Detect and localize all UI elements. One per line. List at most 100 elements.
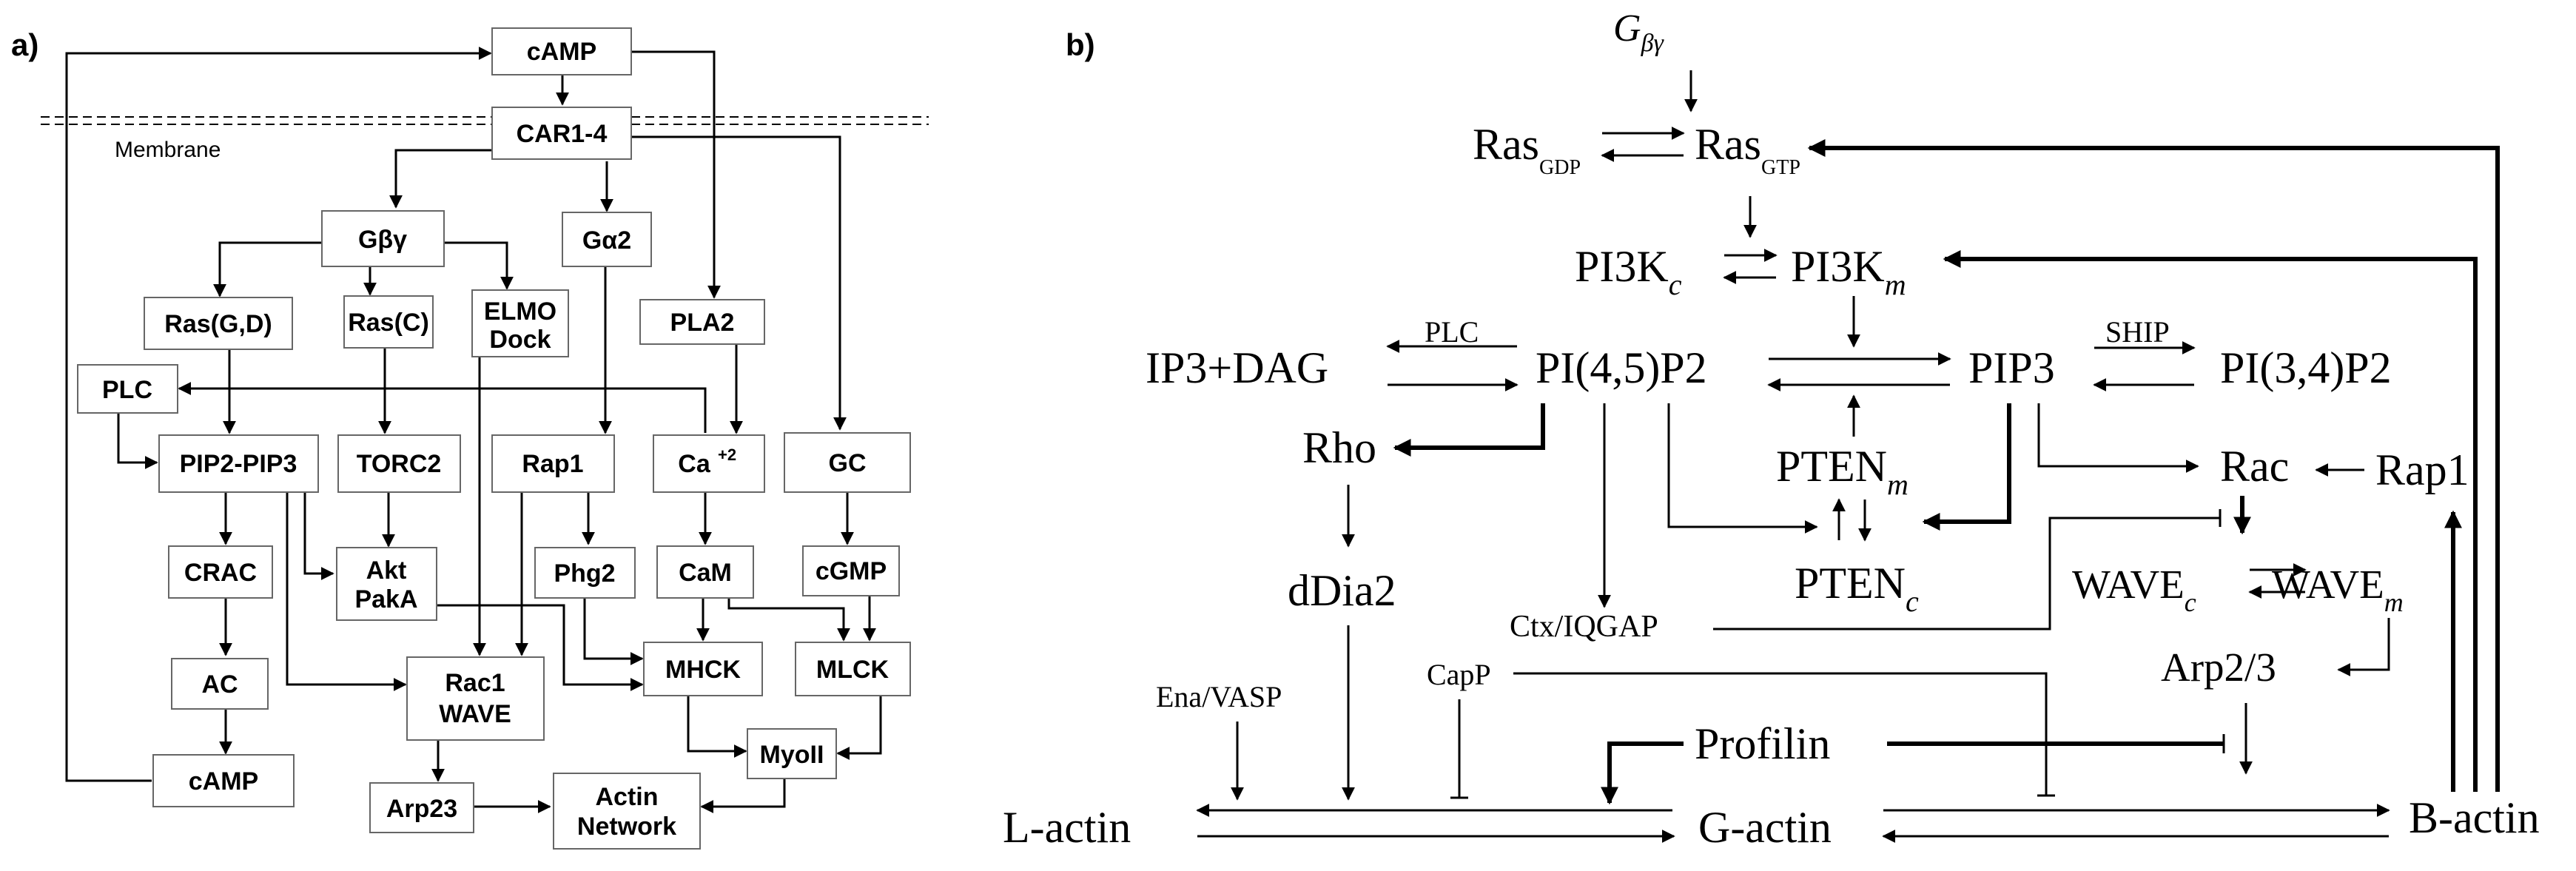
edge-mhck-myoii [687, 696, 747, 758]
node-torc2: TORC2 [337, 434, 461, 493]
svg-text:MLCK: MLCK [816, 656, 890, 684]
label-ddia2: dDia2 [1288, 566, 1396, 615]
panel-b: b) Gβγ RasGDP RasGTP PI3Kc PI3Km IP3+DAG… [1003, 7, 2540, 852]
svg-text:Dock: Dock [489, 326, 551, 354]
panel-b-connectors [1196, 70, 2500, 843]
edge-cam-mlck [727, 598, 850, 642]
edge-phg2-mhck [583, 598, 644, 665]
svg-text:PIP2-PIP3: PIP2-PIP3 [180, 450, 297, 478]
node-pla2: PLA2 [639, 299, 765, 345]
label-g-actin: G-actin [1698, 803, 1832, 852]
edge-gbg-rasgd [213, 241, 322, 297]
node-gbg: Gβγ [321, 210, 445, 267]
node-ras-c: Ras(C) [343, 295, 434, 349]
svg-text:PLA2: PLA2 [670, 309, 735, 337]
svg-text:+2: +2 [718, 445, 736, 464]
svg-text:Ca: Ca [678, 450, 711, 478]
svg-text:Ras(C): Ras(C) [348, 309, 429, 337]
node-pip2-pip3: PIP2-PIP3 [158, 434, 319, 493]
label-ctx-iqgap: Ctx/IQGAP [1510, 610, 1658, 644]
node-crac: CRAC [168, 545, 273, 599]
edge-myoii-actin [700, 778, 786, 813]
label-rap1-b: Rap1 [2375, 445, 2469, 494]
label-pi3k-m: PI3Km [1791, 242, 1906, 301]
label-ras-gtp: RasGTP [1695, 120, 1800, 179]
label-l-actin: L-actin [1003, 803, 1131, 852]
svg-text:Rap1: Rap1 [522, 450, 583, 478]
label-pip3: PIP3 [1968, 343, 2055, 392]
panel-a-letter: a) [11, 27, 38, 62]
label-ras-gdp: RasGDP [1473, 120, 1581, 179]
node-mhck: MHCK [643, 642, 763, 696]
svg-text:Network: Network [577, 813, 676, 841]
label-rac: Rac [2220, 442, 2289, 491]
edge-pip-akt [303, 492, 334, 580]
svg-text:Akt: Akt [366, 556, 407, 585]
svg-text:Rac1: Rac1 [445, 669, 505, 697]
label-gbg: Gβγ [1613, 7, 1664, 57]
svg-text:GC: GC [829, 449, 867, 477]
node-gc: GC [784, 432, 911, 493]
svg-text:Actin: Actin [596, 783, 659, 811]
node-ras-gd: Ras(G,D) [144, 297, 293, 350]
node-arp23: Arp23 [369, 782, 474, 833]
svg-text:cGMP: cGMP [815, 557, 887, 585]
svg-text:ELMO: ELMO [484, 297, 556, 326]
svg-text:cAMP: cAMP [189, 767, 258, 796]
edge-pip-rac1 [286, 492, 407, 691]
svg-text:Ras(G,D): Ras(G,D) [164, 310, 272, 338]
label-pten-m: PTENm [1776, 442, 1909, 501]
label-plc: PLC [1425, 315, 1479, 349]
label-wave-c: WAVEc [2072, 562, 2196, 617]
label-capp: CapP [1427, 658, 1491, 691]
node-plc: PLC [77, 364, 178, 414]
edge-gbg-elmo [444, 241, 514, 290]
svg-text:Arp23: Arp23 [386, 795, 457, 823]
edge-car-gc [631, 135, 847, 431]
label-pi3k-c: PI3Kc [1575, 242, 1682, 301]
edge-car-gbg [389, 149, 494, 209]
node-cam: CaM [656, 545, 754, 599]
node-actin-network: Actin Network [553, 773, 701, 850]
svg-text:Gβγ: Gβγ [358, 226, 407, 254]
label-b-actin: B-actin [2409, 793, 2540, 842]
edge-akt-mhck [437, 604, 644, 691]
node-akt-paka: Akt PakA [336, 547, 437, 621]
panel-a: a) Membrane [11, 27, 929, 850]
label-arp23-b: Arp2/3 [2161, 645, 2276, 690]
node-ac: AC [171, 658, 269, 710]
node-cgmp: cGMP [802, 545, 900, 596]
svg-text:TORC2: TORC2 [357, 450, 442, 478]
node-rap1-a: Rap1 [491, 434, 615, 493]
node-phg2: Phg2 [534, 547, 636, 599]
label-profilin: Profilin [1695, 719, 1830, 768]
edge-mlck-myoii [836, 696, 882, 760]
edge-camp-feedback [65, 47, 492, 782]
svg-text:CAR1-4: CAR1-4 [517, 120, 608, 148]
svg-text:MHCK: MHCK [665, 656, 741, 684]
svg-text:CaM: CaM [679, 559, 732, 587]
svg-text:PLC: PLC [102, 376, 152, 404]
edge-camp-pla2 [631, 50, 721, 299]
svg-text:MyoII: MyoII [760, 741, 824, 769]
svg-text:Gα2: Gα2 [582, 226, 631, 255]
svg-text:Phg2: Phg2 [554, 559, 615, 588]
node-camp-bottom: cAMP [152, 754, 295, 807]
node-ga2: Gα2 [562, 212, 652, 267]
panel-b-letter: b) [1066, 27, 1095, 62]
node-myoii: MyoII [747, 728, 837, 779]
edge-plc-pip [117, 413, 158, 469]
node-rac1-wave: Rac1 WAVE [406, 656, 545, 741]
label-pi34p2: PI(3,4)P2 [2220, 343, 2392, 392]
svg-text:WAVE: WAVE [439, 700, 511, 728]
node-car1-4: CAR1-4 [491, 107, 632, 160]
panel-a-connectors [65, 47, 882, 813]
node-camp-top: cAMP [491, 27, 632, 75]
node-mlck: MLCK [795, 642, 911, 696]
edge-ca-plc [178, 382, 707, 433]
label-ship: SHIP [2105, 315, 2170, 349]
label-rho: Rho [1302, 423, 1376, 472]
svg-text:AC: AC [201, 670, 238, 699]
node-ca2: Ca +2 [653, 434, 765, 493]
